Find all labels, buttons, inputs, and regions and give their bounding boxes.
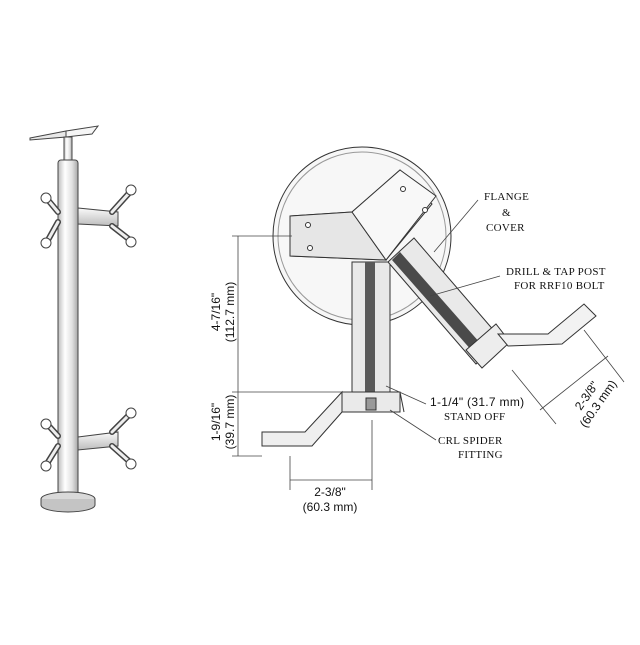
dim-upper-metric: (112.7 mm) — [223, 282, 237, 342]
flange-label-1: FLANGE — [484, 191, 529, 203]
dim-lower-group: 1-9/16" (39.7 mm) — [209, 395, 237, 450]
drill-label-1: DRILL & TAP POST — [506, 266, 606, 278]
upper-spider-fitting — [40, 184, 137, 249]
flange-label-2: & — [502, 207, 511, 219]
dim-lower-imperial: 1-9/16" — [209, 403, 223, 441]
post-body — [57, 159, 79, 496]
dim-upper-group: 4-7/16" (112.7 mm) — [209, 282, 237, 342]
dim-lower-metric: (39.7 mm) — [223, 395, 237, 450]
dim-diag-group: 2-3/8" (60.3 mm) — [572, 377, 620, 430]
dim-upper-imperial: 4-7/16" — [209, 293, 223, 331]
saddle-stem — [63, 136, 73, 162]
dimension-lines — [232, 199, 625, 490]
handrail-saddle — [29, 130, 67, 141]
drill-label-2: FOR RRF10 BOLT — [514, 280, 605, 292]
post-assembly — [29, 125, 137, 513]
spider-label-1: CRL SPIDER — [438, 435, 503, 447]
lower-spider-fitting — [40, 407, 137, 472]
diagonal-spider-arm — [496, 303, 597, 347]
flange-label-3: COVER — [486, 222, 525, 234]
standoff-label-2: STAND OFF — [444, 411, 505, 423]
dim-bottom-imperial: 2-3/8" — [314, 485, 346, 499]
bottom-spider-fitting — [261, 390, 405, 447]
spider-label-2: FITTING — [458, 449, 503, 461]
detail-drawing — [232, 146, 625, 490]
standoff-label-1: 1-1/4" (31.7 mm) — [430, 395, 524, 409]
dim-bottom-metric: (60.3 mm) — [303, 500, 358, 514]
